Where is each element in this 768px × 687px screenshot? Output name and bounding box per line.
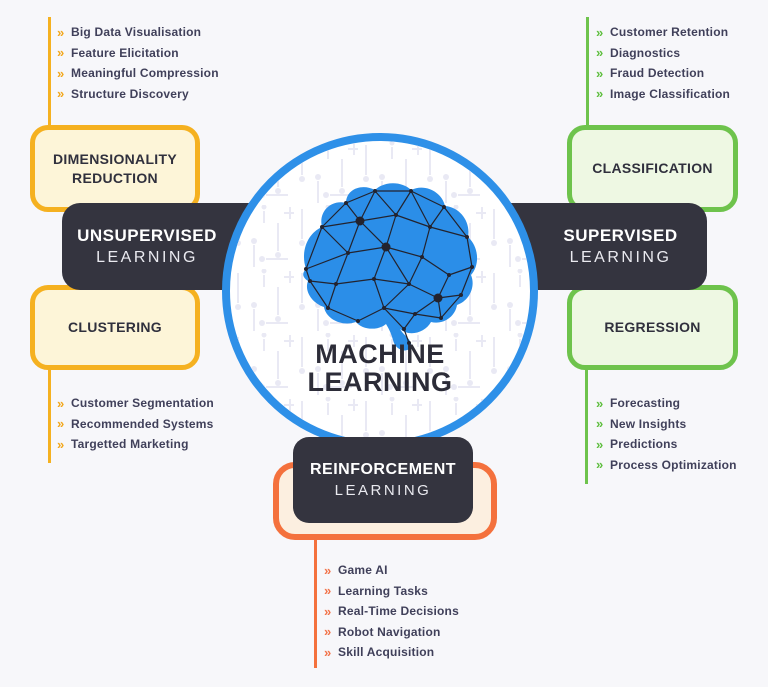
reinforcement-list: » Game AI » Learning Tasks » Real-Time Deci… [324, 560, 459, 663]
list-item: » Learning Tasks [324, 581, 459, 602]
chevron-bullet: » [57, 395, 65, 411]
list-item-label: Real-Time Decisions [338, 604, 459, 619]
machine-learning-circle: MACHINE LEARNING [222, 133, 538, 449]
list-item: » Skill Acquisition [324, 642, 459, 663]
chevron-bullet: » [57, 416, 65, 432]
chevron-bullet: » [57, 45, 65, 61]
connector-line-reinforcement [314, 538, 317, 668]
banner-label-line: LEARNING [569, 249, 672, 266]
list-item-label: Skill Acquisition [338, 645, 435, 660]
dimensionality-reduction-list: » Big Data Visualisation » Feature Elicita… [57, 22, 219, 104]
list-item-label: Recommended Systems [71, 416, 214, 431]
connector-line-supervised-bottom [585, 368, 588, 484]
list-item-label: Feature Elicitation [71, 45, 179, 60]
list-item: » Structure Discovery [57, 84, 219, 105]
list-item: » Meaningful Compression [57, 63, 219, 84]
connector-line-supervised-top [586, 17, 589, 125]
title-line: MACHINE [315, 339, 445, 369]
list-item-label: Customer Segmentation [71, 396, 214, 411]
regression-list: »Forecasting »New Insights »Predictions … [596, 393, 737, 475]
list-item: » Image Classification [596, 84, 730, 105]
banner-label-line: SUPERVISED [563, 226, 678, 245]
classification-list: » Customer Retention » Diagnostics » Fraud … [596, 22, 730, 104]
list-item: » Fraud Detection [596, 63, 730, 84]
chevron-bullet: » [324, 583, 332, 599]
banner-label-line: LEARNING [334, 482, 432, 499]
title-line: LEARNING [307, 367, 453, 397]
chevron-bullet: » [324, 603, 332, 619]
list-item: » Process Optimization [596, 455, 737, 476]
banner-label-line: UNSUPERVISED [77, 226, 217, 245]
diagram-title: MACHINE LEARNING [230, 340, 530, 396]
chevron-bullet: » [596, 45, 604, 61]
list-item-label: Image Classification [610, 86, 731, 101]
chevron-bullet: » [57, 436, 65, 452]
chevron-bullet: » [596, 436, 604, 452]
list-item: » Big Data Visualisation [57, 22, 219, 43]
chevron-bullet: » [596, 86, 604, 102]
banner-label-line: LEARNING [96, 249, 198, 266]
list-item-label: Big Data Visualisation [71, 25, 202, 40]
chevron-bullet: » [57, 24, 65, 40]
list-item: » Customer Segmentation [57, 393, 214, 414]
dimensionality-reduction-box: DIMENSIONALITY REDUCTION [30, 125, 200, 212]
list-item-label: Meaningful Compression [71, 66, 219, 81]
list-item-label: New Insights [610, 416, 687, 431]
chevron-bullet: » [596, 24, 604, 40]
list-item: » Targetted Marketing [57, 434, 214, 455]
clustering-list: » Customer Segmentation » Recommended Syst… [57, 393, 214, 455]
box-label-line: CLUSTERING [68, 319, 162, 335]
list-item-label: Process Optimization [610, 457, 737, 472]
list-item: » Feature Elicitation [57, 43, 219, 64]
list-item-label: Robot Navigation [338, 624, 441, 639]
chevron-bullet: » [57, 65, 65, 81]
chevron-bullet: » [324, 624, 332, 640]
box-label-line: CLASSIFICATION [592, 160, 713, 176]
clustering-box: CLUSTERING [30, 285, 200, 370]
connector-line-unsupervised-bottom [48, 368, 51, 463]
list-item-label: Structure Discovery [71, 86, 189, 101]
box-label-line: REDUCTION [72, 169, 158, 186]
box-label-line: REGRESSION [604, 319, 701, 335]
list-item: » Forecasting [596, 393, 737, 414]
chevron-bullet: » [596, 457, 604, 473]
list-item-label: Game AI [338, 563, 388, 578]
regression-box: REGRESSION [567, 285, 738, 370]
list-item-label: Forecasting [610, 396, 681, 411]
chevron-bullet: » [596, 65, 604, 81]
list-item: » Predictions [596, 434, 737, 455]
list-item: » Diagnostics [596, 43, 730, 64]
list-item: » Robot Navigation [324, 622, 459, 643]
list-item: » Real-Time Decisions [324, 601, 459, 622]
list-item-label: Diagnostics [610, 45, 681, 60]
list-item-label: Targetted Marketing [71, 437, 189, 452]
box-label-line: DIMENSIONALITY [53, 150, 177, 167]
list-item: » Game AI [324, 560, 459, 581]
list-item-label: Fraud Detection [610, 66, 705, 81]
list-item-label: Predictions [610, 437, 678, 452]
chevron-bullet: » [596, 416, 604, 432]
reinforcement-learning-banner: REINFORCEMENT LEARNING [293, 437, 473, 523]
chevron-bullet: » [57, 86, 65, 102]
chevron-bullet: » [324, 644, 332, 660]
list-item: » New Insights [596, 414, 737, 435]
list-item: » Customer Retention [596, 22, 730, 43]
list-item: » Recommended Systems [57, 414, 214, 435]
list-item-label: Learning Tasks [338, 583, 428, 598]
chevron-bullet: » [596, 395, 604, 411]
classification-box: CLASSIFICATION [567, 125, 738, 212]
brain-network-illustration [303, 183, 478, 351]
chevron-bullet: » [324, 562, 332, 578]
connector-line-unsupervised-top [48, 17, 51, 125]
list-item-label: Customer Retention [610, 25, 729, 40]
banner-label-line: REINFORCEMENT [309, 461, 457, 478]
